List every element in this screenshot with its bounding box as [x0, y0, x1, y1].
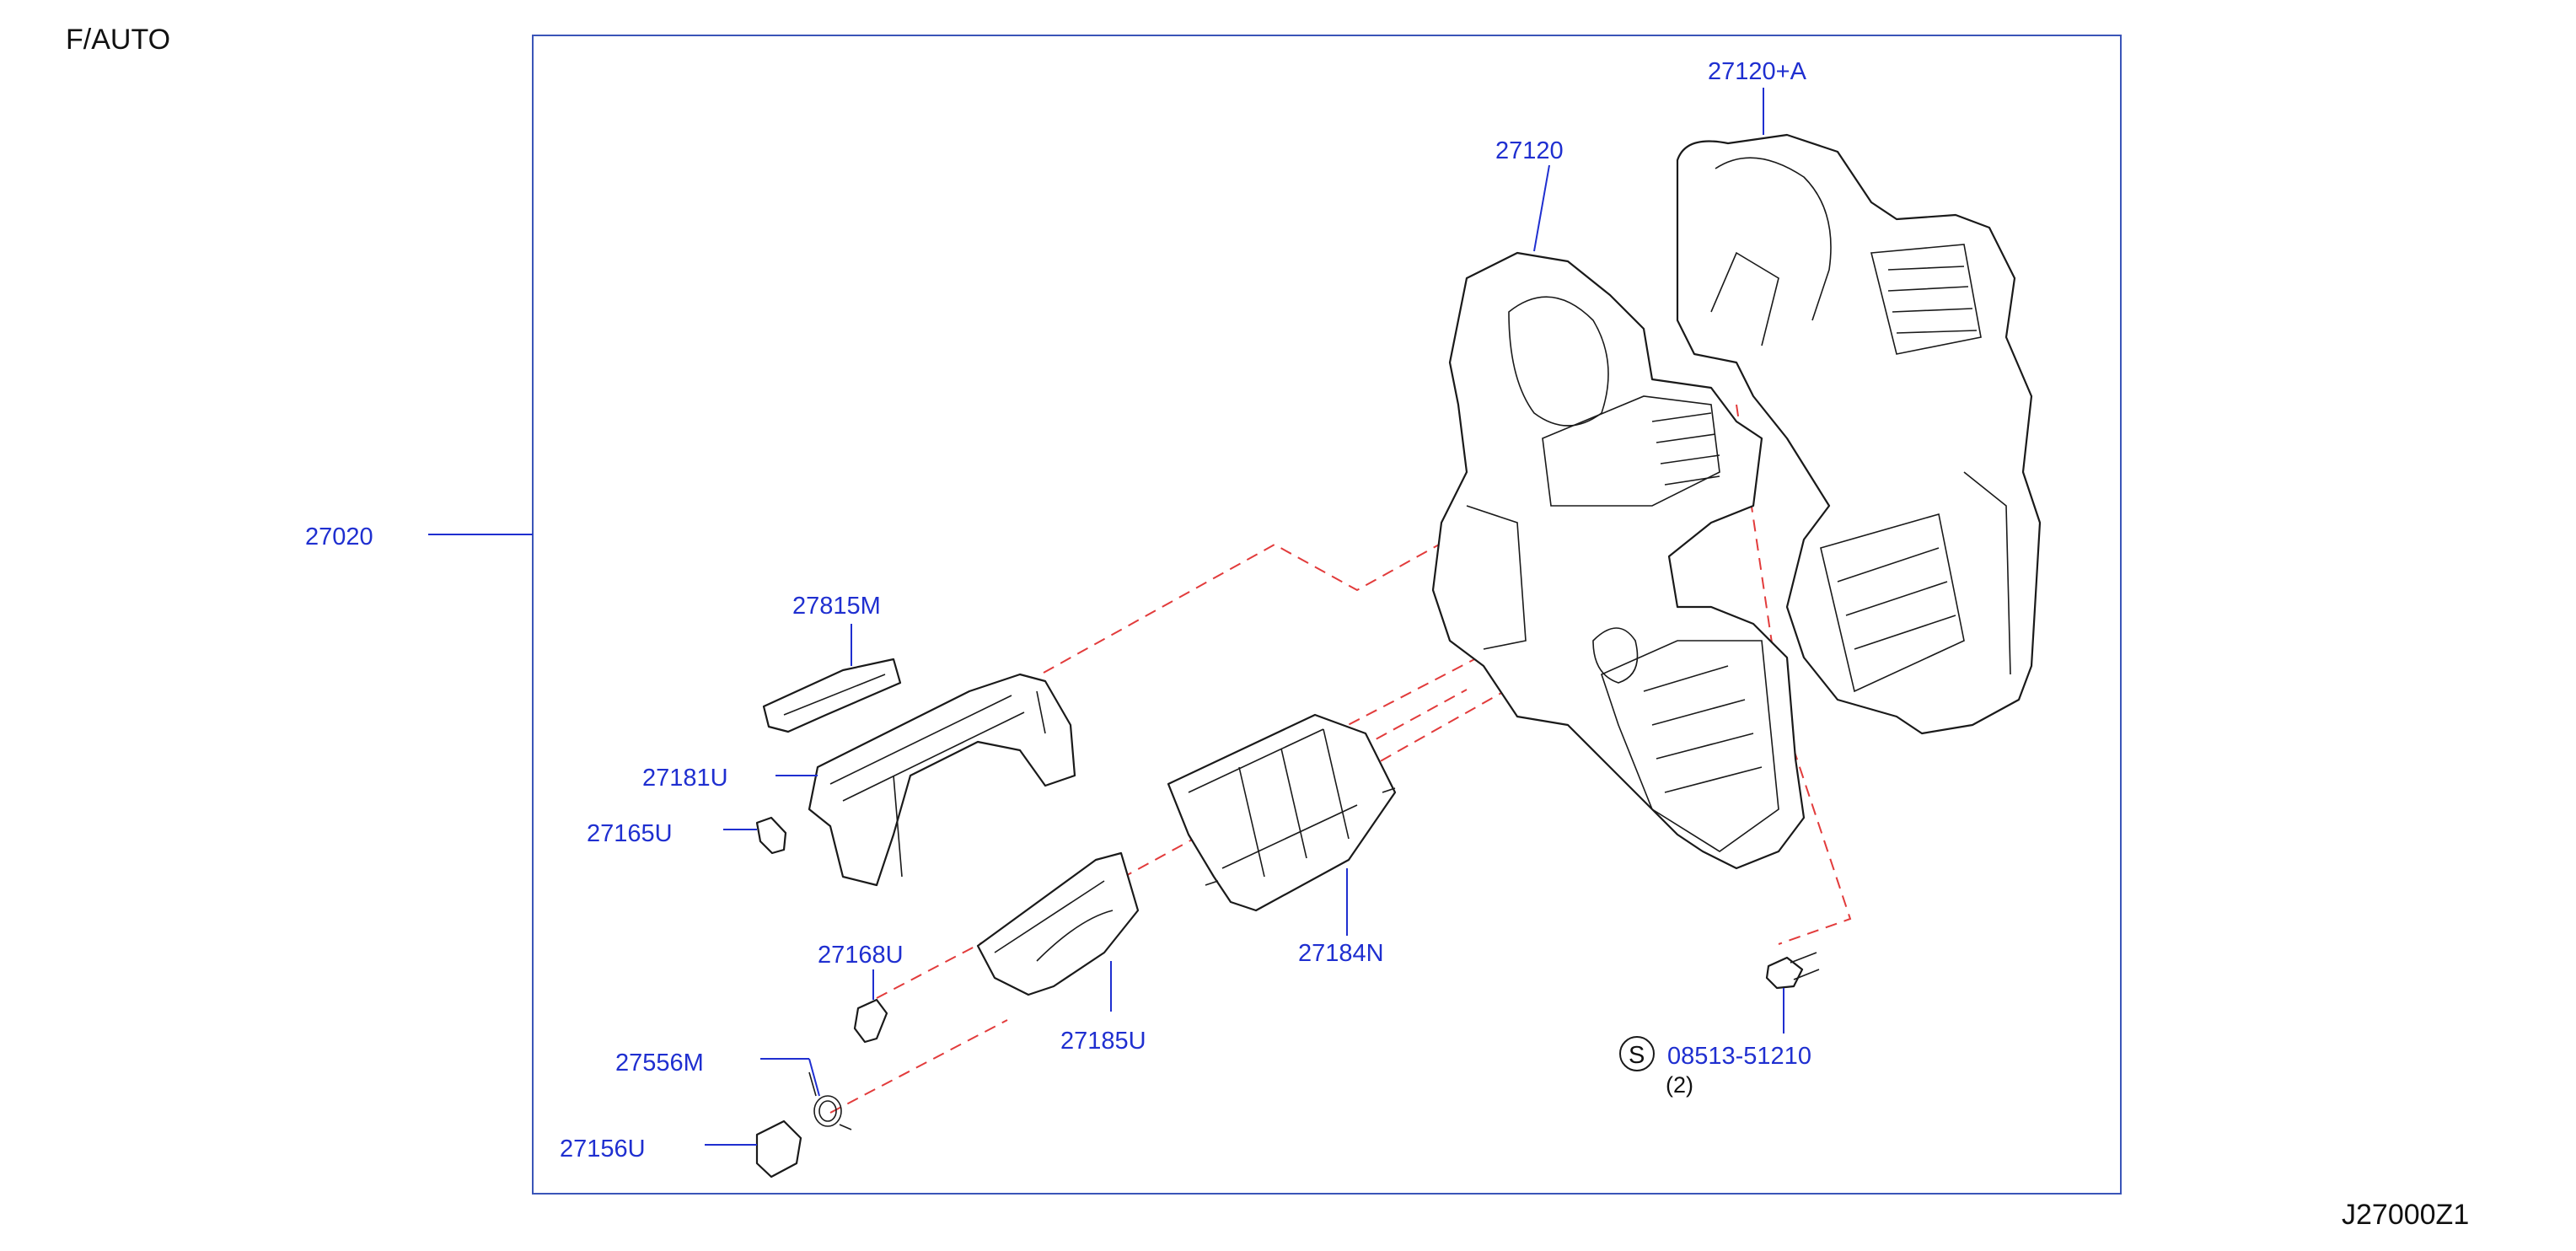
screw-symbol-circle [1619, 1036, 1655, 1071]
callout-27156u[interactable]: 27156U [560, 1136, 646, 1162]
spring-27556M-leader-2 [808, 1058, 820, 1097]
screw-quantity: (2) [1666, 1072, 1693, 1098]
heater-case-left[interactable] [1431, 251, 1806, 870]
spring-27556M[interactable] [808, 1071, 852, 1130]
lever-27156U[interactable] [755, 1119, 802, 1179]
callout-27185u[interactable]: 27185U [1060, 1028, 1146, 1055]
callout-27120[interactable]: 27120 [1495, 137, 1564, 164]
case-left-leader [1533, 164, 1550, 252]
callout-27168u[interactable]: 27168U [818, 942, 904, 969]
assembly-frame [532, 35, 2122, 1195]
callout-27120-a[interactable]: 27120+A [1708, 58, 1807, 85]
callout-27556m[interactable]: 27556M [615, 1050, 704, 1077]
link-27815M[interactable] [762, 658, 902, 733]
lever-27165U[interactable] [755, 816, 787, 855]
screw-symbol: S [1629, 1042, 1645, 1069]
lever-27168U[interactable] [853, 998, 888, 1044]
callout-27815m[interactable]: 27815M [792, 593, 881, 620]
callout-27181u[interactable]: 27181U [642, 765, 728, 792]
callout-27020[interactable]: 27020 [305, 523, 373, 550]
callout-27184n[interactable]: 27184N [1298, 940, 1384, 967]
callout-27165u[interactable]: 27165U [587, 820, 673, 847]
door-27185U[interactable] [976, 851, 1140, 996]
diagram-id: J27000Z1 [2342, 1199, 2469, 1231]
callout-08513-51210[interactable]: 08513-51210 [1667, 1043, 1811, 1070]
screw-08513-51210[interactable] [1765, 952, 1820, 990]
heater-case-upper[interactable] [1676, 133, 2042, 735]
variant-label: F/AUTO [66, 24, 170, 56]
door-27181U[interactable] [808, 673, 1076, 887]
door-27184N[interactable] [1167, 713, 1397, 912]
